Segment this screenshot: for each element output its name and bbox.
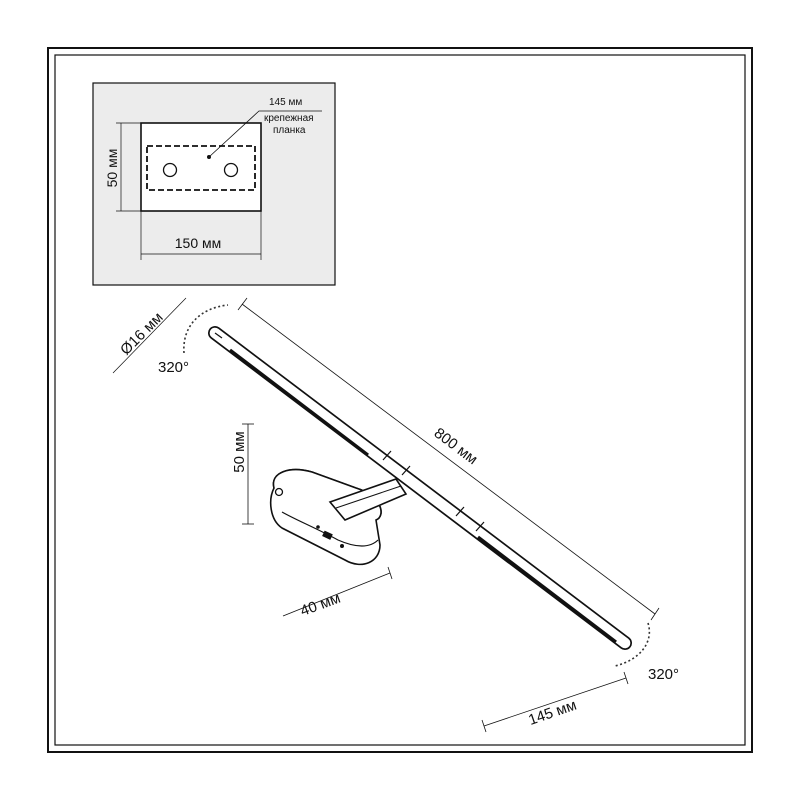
bar-joint-1 bbox=[382, 450, 392, 461]
plate-name-line1: крепежная bbox=[264, 113, 314, 124]
bar-joint-4 bbox=[475, 521, 485, 532]
plate-outline bbox=[140, 122, 262, 212]
bar-joint-3 bbox=[455, 506, 465, 517]
power-switch bbox=[322, 530, 333, 540]
rotation-arc-bottom bbox=[614, 622, 651, 667]
length-dim-tick-end bbox=[650, 607, 660, 621]
switch-indicator bbox=[316, 525, 320, 529]
leader-line bbox=[208, 110, 322, 158]
wall-base bbox=[269, 468, 382, 566]
screw-hole-right bbox=[223, 162, 239, 178]
led-strip-upper bbox=[229, 348, 369, 457]
arm-offset-label: 145 мм bbox=[526, 697, 579, 729]
sensor-dot bbox=[340, 544, 344, 548]
base-depth-tick-end bbox=[387, 566, 393, 580]
arm-offset-tick-end bbox=[623, 671, 629, 685]
bar-body bbox=[209, 327, 631, 649]
bar-joint-2 bbox=[401, 465, 411, 476]
led-strip-lower bbox=[477, 535, 617, 644]
screw-hole-left bbox=[162, 162, 178, 178]
lamp-drawing: Ø16 мм 320° 800 мм 320° 50 мм 40 мм 145 … bbox=[112, 297, 679, 733]
plate-length-label: 145 мм bbox=[269, 97, 302, 108]
mounting-plate-inset: 145 мм крепежная планка 50 мм 150 мм bbox=[92, 82, 336, 286]
length-dim-tick-start bbox=[237, 297, 248, 311]
base-front-edge bbox=[281, 511, 379, 547]
diameter-tick bbox=[112, 297, 187, 374]
mounting-bar bbox=[146, 145, 256, 191]
inset-width-label: 150 мм bbox=[175, 235, 222, 251]
bar-end-cap-top bbox=[214, 332, 223, 339]
inset-height-label: 50 мм bbox=[104, 149, 120, 188]
arm-edge bbox=[335, 485, 402, 509]
base-height-label: 50 мм bbox=[231, 431, 248, 472]
led-bar bbox=[208, 326, 632, 650]
arm-offset-tick-start bbox=[481, 719, 487, 733]
base-screw bbox=[274, 487, 284, 497]
plate-name-line2: планка bbox=[273, 125, 306, 136]
inner-frame bbox=[54, 54, 746, 746]
base-depth-label: 40 мм bbox=[298, 590, 343, 620]
arm-offset-dim-line bbox=[483, 677, 627, 727]
rotation-bottom-label: 320° bbox=[648, 666, 679, 683]
length-dim-line bbox=[241, 303, 656, 615]
length-label: 800 мм bbox=[431, 425, 481, 469]
base-body bbox=[269, 468, 382, 566]
connecting-arm bbox=[328, 478, 408, 521]
outer-frame bbox=[47, 47, 753, 753]
diameter-label: Ø16 мм bbox=[117, 309, 167, 359]
base-depth-dim-line bbox=[282, 572, 391, 617]
rotation-top-label: 320° bbox=[158, 359, 189, 376]
